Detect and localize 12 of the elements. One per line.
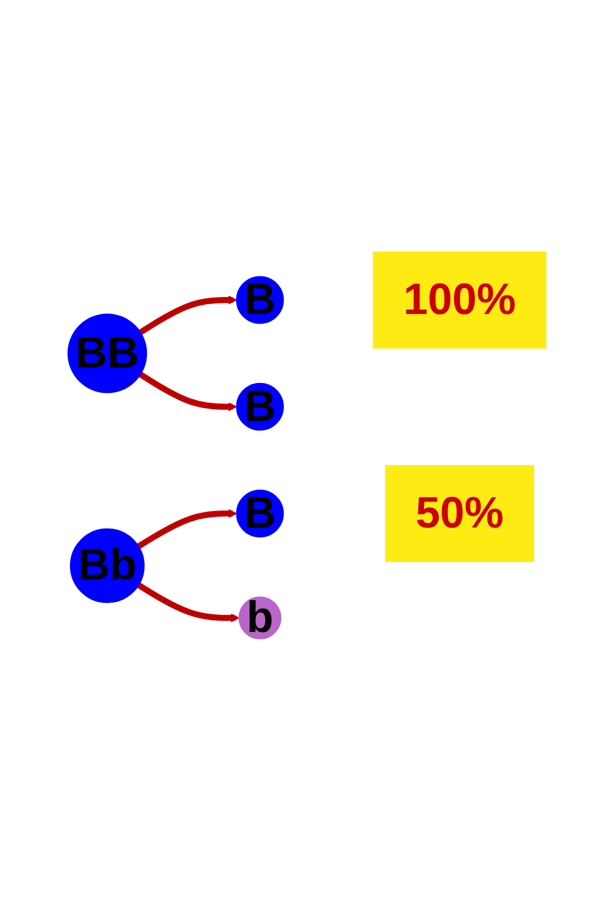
arrow: [138, 295, 237, 334]
node-box: 100%: [372, 251, 546, 348]
node-circle: b: [238, 596, 282, 639]
node-circle: Bb: [70, 528, 145, 603]
arrow: [138, 371, 237, 411]
node-circle: B: [236, 382, 284, 430]
node-circle: BB: [68, 313, 148, 393]
node-box: 50%: [385, 464, 534, 562]
arrow: [137, 508, 237, 548]
node-circle: B: [236, 276, 284, 324]
node-circle: B: [236, 489, 284, 537]
arrow: [137, 582, 240, 622]
